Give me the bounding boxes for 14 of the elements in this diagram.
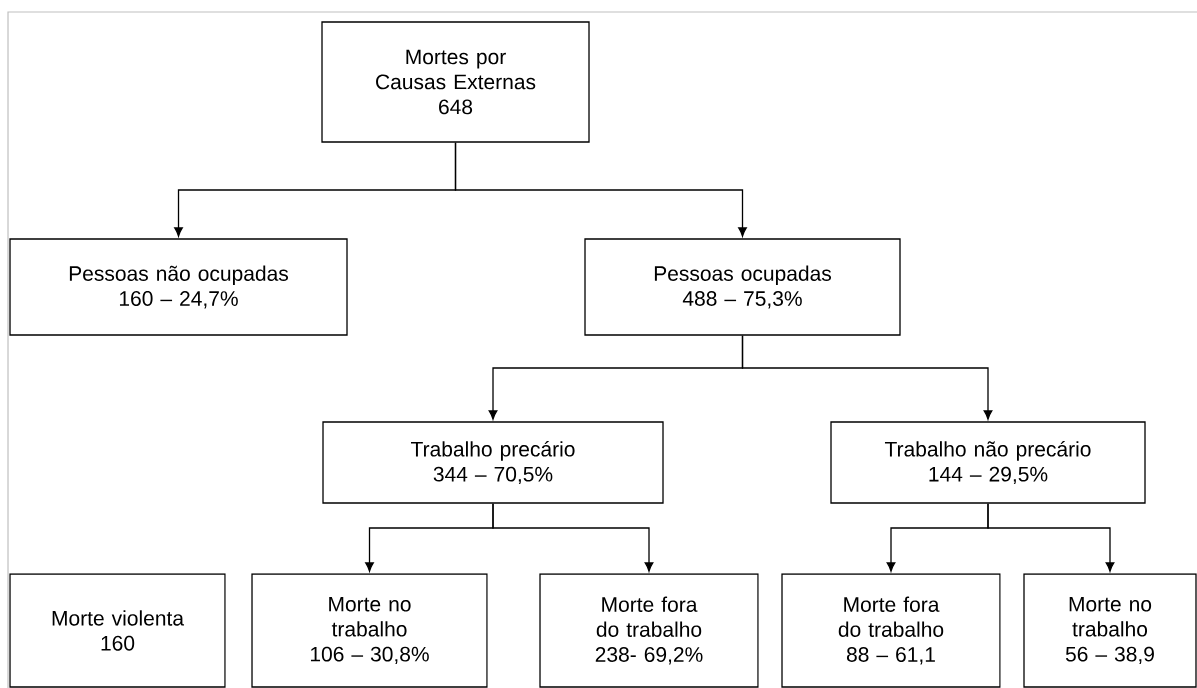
box: Morte fora do trabalho 88 – 61,1 — [781, 573, 1001, 688]
box: Morte fora do trabalho 238- 69,2% — [539, 573, 759, 688]
arrow — [454, 142, 747, 237]
box: Trabalho precário 344 – 70,5% — [322, 421, 664, 504]
box: Morte no trabalho 56 – 38,9 — [1023, 573, 1197, 688]
box: Pessoas ocupadas 488 – 75,3% — [584, 238, 901, 336]
arrow — [987, 503, 1115, 572]
box: Pessoas não ocupadas 160 – 24,7% — [9, 238, 348, 336]
box: Morte no trabalho 106 – 30,8% — [251, 573, 488, 688]
arrow — [741, 335, 993, 420]
box: Morte violenta 160 — [9, 573, 226, 688]
arrow — [492, 503, 654, 572]
box: Mortes por Causas Externas 648 — [321, 21, 590, 143]
box: Trabalho não precário 144 – 29,5% — [830, 421, 1146, 504]
